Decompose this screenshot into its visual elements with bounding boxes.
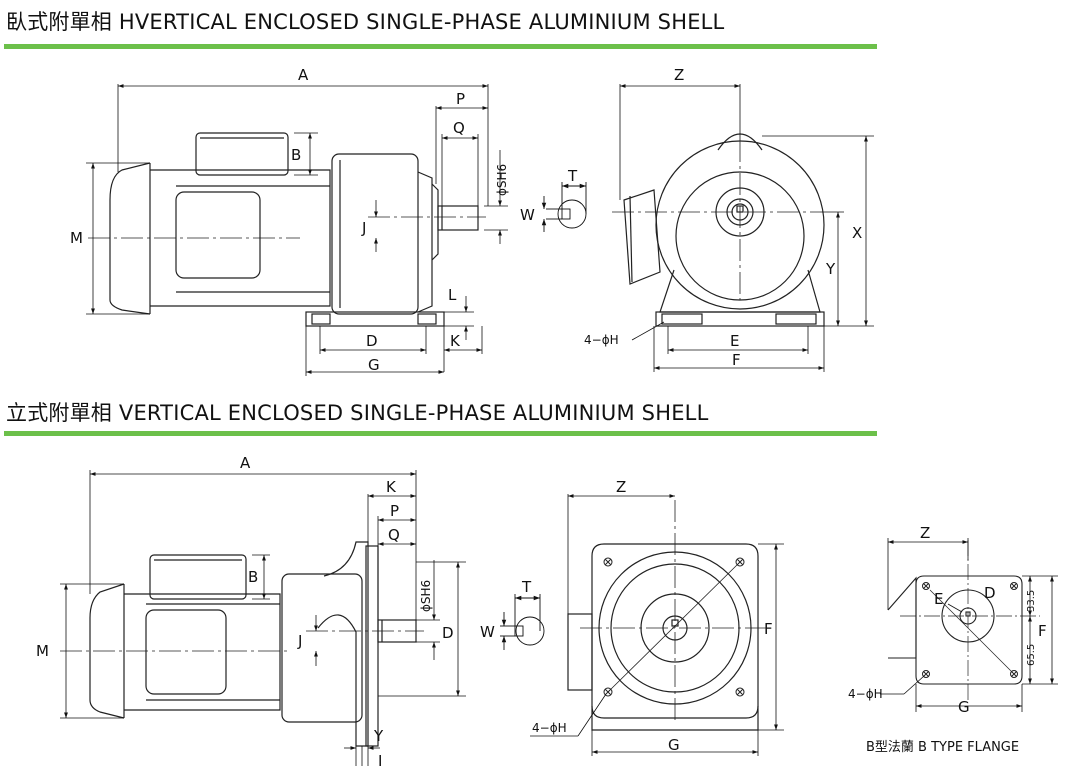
section-title-horizontal: 臥式附單相 HVERTICAL ENCLOSED SINGLE-PHASE AL…	[6, 10, 725, 34]
dim-label-M: M	[70, 229, 83, 247]
dim-label-Y: Y	[825, 260, 836, 278]
dimension-labels: A P Q B M J L D K G ϕSH6 T W Z X Y E F 4…	[36, 66, 1047, 766]
dim-label-J: J	[361, 219, 366, 237]
dim-label-K: K	[450, 332, 461, 350]
dim-label-G-btype: G	[958, 698, 970, 716]
section-divider-horizontal	[4, 44, 877, 49]
dim-label-D-vertical: D	[442, 624, 454, 642]
dim-label-Y-vertical: Y	[373, 727, 384, 745]
dim-label-A-vertical: A	[240, 454, 251, 472]
dim-label-65-5: 65.5	[1026, 644, 1037, 666]
vertical-flange-view	[567, 500, 770, 731]
dim-label-Q-vertical: Q	[388, 526, 400, 544]
dim-label-D: D	[366, 332, 378, 350]
dim-label-A: A	[298, 66, 309, 84]
dim-label-P: P	[456, 90, 465, 108]
dim-label-B: B	[291, 146, 301, 164]
vertical-side-dimensions	[60, 470, 466, 766]
dim-label-D-btype: D	[984, 584, 996, 602]
dim-label-F: F	[732, 351, 741, 369]
horizontal-side-view	[88, 132, 486, 327]
dim-label-F-btype: F	[1038, 622, 1047, 640]
horizontal-front-view	[612, 133, 825, 327]
dim-label-E-btype: E	[934, 590, 943, 608]
dim-label-Q: Q	[453, 119, 465, 137]
dim-label-T: T	[567, 167, 578, 185]
dim-label-hole-btype: 4−ϕH	[848, 687, 883, 701]
dim-label-33-5: 33.5	[1026, 590, 1037, 612]
dim-label-hole-flange: 4−ϕH	[532, 721, 567, 735]
dim-label-T-vertical: T	[521, 578, 532, 596]
dim-label-hole: 4−ϕH	[584, 333, 619, 347]
dim-label-W-vertical: W	[480, 623, 495, 641]
dim-label-G: G	[368, 356, 380, 374]
dim-label-B-vertical: B	[248, 568, 258, 586]
b-type-flange-caption: B型法蘭 B TYPE FLANGE	[866, 739, 1019, 755]
dim-label-SH6: ϕSH6	[495, 164, 509, 196]
horizontal-shaft-end	[541, 182, 587, 232]
horizontal-side-dimensions	[86, 84, 508, 376]
dim-label-K-vertical: K	[386, 478, 397, 496]
dim-label-Z: Z	[674, 66, 684, 84]
dim-label-W: W	[520, 206, 535, 224]
section-title-vertical: 立式附單相 VERTICAL ENCLOSED SINGLE-PHASE ALU…	[6, 401, 709, 425]
dim-label-M-vertical: M	[36, 642, 49, 660]
dim-label-I-vertical: I	[378, 752, 382, 766]
vertical-shaft-end	[500, 594, 545, 650]
b-type-flange-view	[887, 540, 1040, 700]
dim-label-F-flange: F	[764, 620, 773, 638]
dim-label-Z-btype: Z	[920, 524, 930, 542]
dim-label-Z-flange: Z	[616, 478, 626, 496]
dim-label-J-vertical: J	[297, 632, 302, 650]
vertical-side-view	[60, 541, 424, 747]
section-divider-vertical	[4, 431, 877, 436]
vertical-flange-dimensions	[530, 494, 784, 756]
dim-label-P-vertical: P	[390, 502, 399, 520]
dim-label-E: E	[730, 332, 739, 350]
dim-label-X: X	[852, 224, 862, 242]
dim-label-G-flange: G	[668, 736, 680, 754]
dim-label-SH6-vertical: ϕSH6	[419, 580, 433, 612]
b-type-flange-dimensions	[880, 538, 1058, 712]
dim-label-L: L	[448, 286, 457, 304]
horizontal-front-dimensions	[619, 84, 874, 372]
